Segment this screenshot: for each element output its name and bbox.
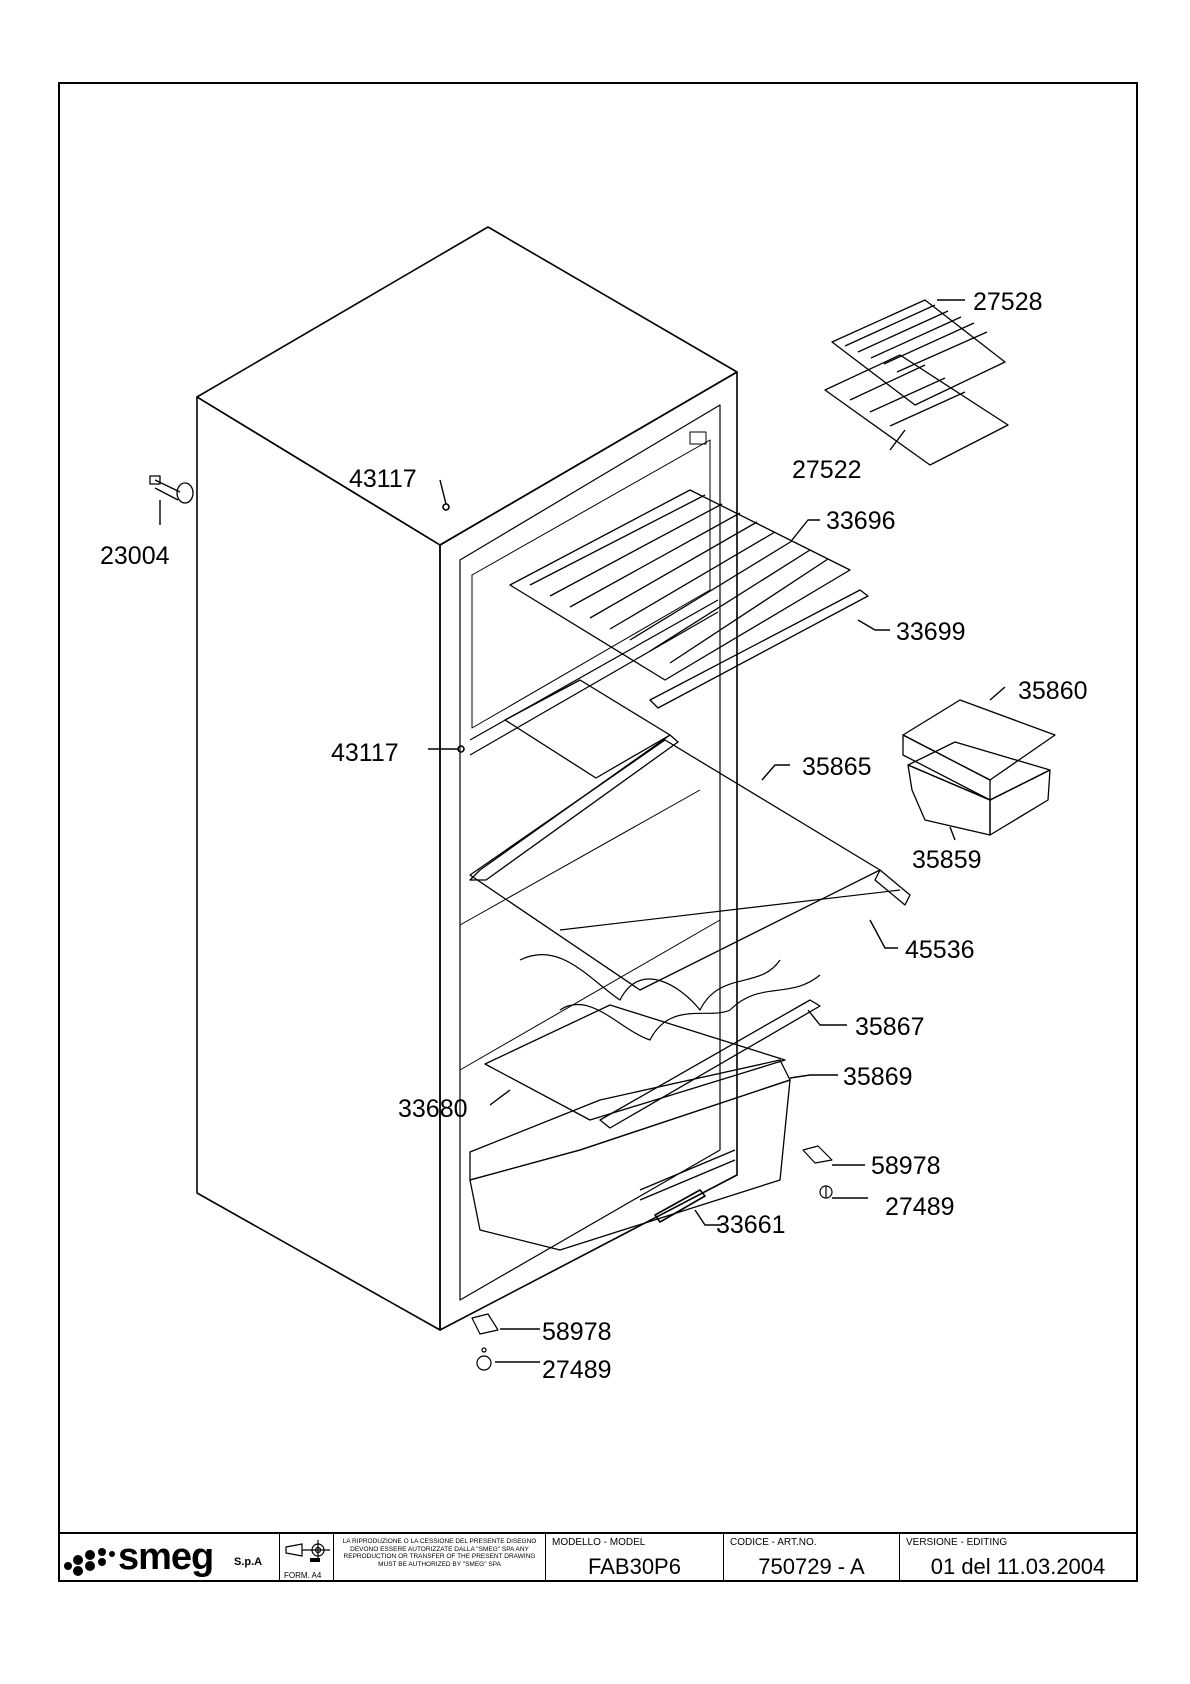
part-label-33680: 33680 <box>398 1095 468 1123</box>
model-caption: MODELLO - MODEL <box>552 1537 646 1548</box>
bracket-hardware <box>471 1145 833 1371</box>
crisper-cover <box>484 999 821 1129</box>
part-label-35865: 35865 <box>802 753 872 781</box>
dairy-compartment <box>902 699 1056 836</box>
door-hinge-pin <box>149 475 194 504</box>
fridge-cabinet <box>196 226 738 1331</box>
version-caption: VERSIONE - EDITING <box>906 1537 1008 1548</box>
version-cell: VERSIONE - EDITING 01 del 11.03.2004 <box>900 1534 1136 1582</box>
part-label-58978-right: 58978 <box>871 1152 941 1180</box>
part-label-33699: 33699 <box>896 618 966 646</box>
brand-suffix: S.p.A <box>234 1556 263 1568</box>
code-value: 750729 - A <box>758 1554 865 1579</box>
code-caption: CODICE - ART.NO. <box>730 1537 817 1548</box>
part-label-27489-right: 27489 <box>885 1193 955 1221</box>
model-value: FAB30P6 <box>588 1554 681 1579</box>
part-label-35867: 35867 <box>855 1013 925 1041</box>
part-label-35859: 35859 <box>912 846 982 874</box>
part-label-58978-bottom: 58978 <box>542 1318 612 1346</box>
brand-cell: smeg S.p.A <box>58 1534 280 1582</box>
part-label-43117-mid: 43117 <box>331 739 399 767</box>
part-label-23004: 23004 <box>100 542 170 570</box>
part-label-27528: 27528 <box>973 288 1043 316</box>
drawing-frame <box>58 82 1138 1582</box>
part-label-45536: 45536 <box>905 936 975 964</box>
version-value: 01 del 11.03.2004 <box>930 1554 1106 1579</box>
part-label-35869: 35869 <box>843 1063 913 1091</box>
model-cell: MODELLO - MODEL FAB30P6 <box>546 1534 724 1582</box>
ice-tray-assembly <box>824 299 1009 466</box>
projection-symbol-icon <box>285 1540 330 1562</box>
brand-name: smeg <box>118 1536 214 1578</box>
title-block: smeg S.p.A FORM. A4 LA RIPRODUZIONE O LA… <box>58 1532 1138 1582</box>
bottle-rack <box>519 889 901 1041</box>
part-label-35860: 35860 <box>1018 677 1088 705</box>
part-label-43117-top: 43117 <box>349 465 417 493</box>
glass-shelf <box>469 679 911 991</box>
smeg-logo-icon <box>64 1548 115 1576</box>
crisper-drawer <box>469 1059 791 1251</box>
part-label-33661: 33661 <box>716 1211 786 1239</box>
form-size: FORM. A4 <box>284 1571 322 1580</box>
code-cell: CODICE - ART.NO. 750729 - A <box>724 1534 900 1582</box>
part-label-27489-bottom: 27489 <box>542 1356 612 1384</box>
handle-rod <box>654 1189 706 1223</box>
projection-cell: FORM. A4 <box>280 1534 334 1582</box>
part-label-27522: 27522 <box>792 456 862 484</box>
copyright-notice: LA RIPRODUZIONE O LA CESSIONE DEL PRESEN… <box>342 1538 537 1568</box>
notice-cell: LA RIPRODUZIONE O LA CESSIONE DEL PRESEN… <box>334 1534 546 1582</box>
part-label-33696: 33696 <box>826 507 896 535</box>
freezer-shelf <box>509 489 869 709</box>
leader-lines <box>159 299 1006 1363</box>
